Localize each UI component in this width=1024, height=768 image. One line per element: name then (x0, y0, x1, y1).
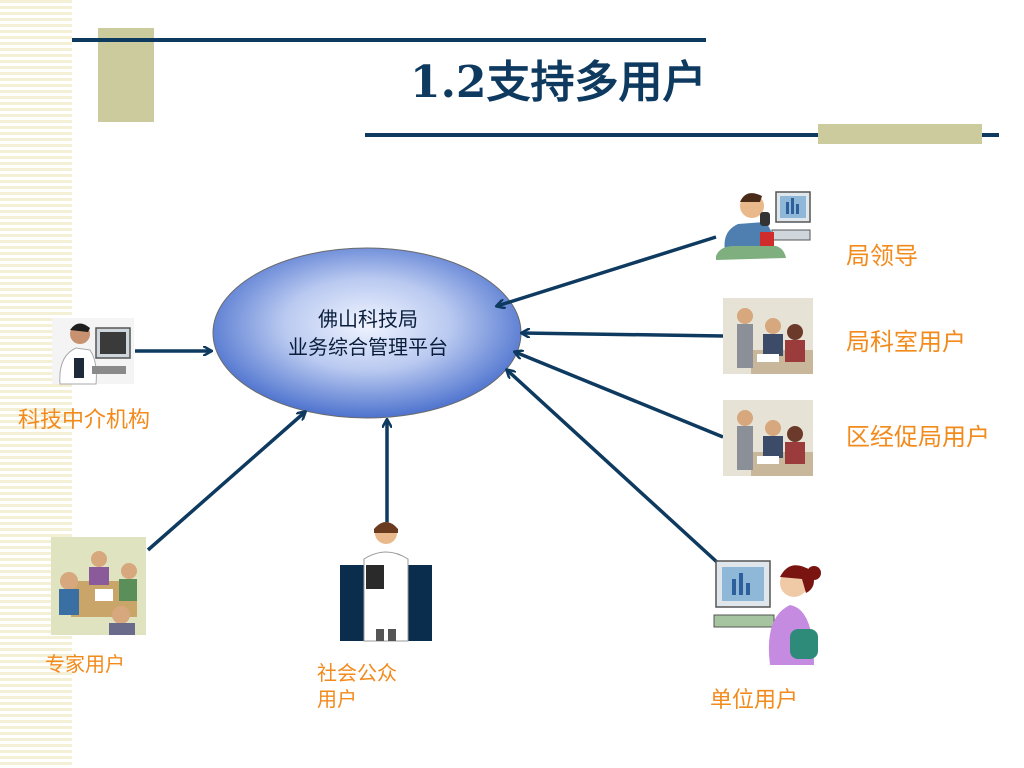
label-department-users: 局科室用户 (846, 328, 966, 356)
label-bureau-leader: 局领导 (846, 242, 918, 270)
central-platform-line1: 佛山科技局 (318, 307, 418, 331)
business-meeting-icon (723, 400, 813, 476)
arrow-unit-users (507, 370, 720, 565)
central-platform-label: 佛山科技局 业务综合管理平台 (230, 305, 506, 369)
label-public-users-line1: 社会公众 (317, 661, 397, 685)
title-rule-top (72, 38, 706, 42)
label-expert-users: 专家用户 (45, 652, 125, 676)
label-district-users: 区经促局用户 (846, 423, 990, 451)
arrow-bureau-leader (497, 235, 717, 306)
team-meeting-icon (51, 537, 146, 635)
label-public-users-line2: 用户 (317, 687, 357, 711)
arrow-department-users (522, 333, 724, 336)
label-unit-users: 单位用户 (710, 688, 799, 713)
doctor-icon (340, 522, 432, 642)
title-rule-bottom (365, 133, 999, 137)
label-public-users: 社会公众 用户 (317, 660, 397, 712)
person-on-phone-at-computer-icon (716, 191, 811, 260)
accent-block-top (98, 28, 154, 122)
central-platform-line2: 业务综合管理平台 (288, 335, 448, 359)
arrow-district-users (515, 352, 724, 439)
slide-title: 1.2支持多用户 (410, 57, 707, 108)
business-meeting-icon (723, 298, 813, 374)
accent-block-bottom (818, 124, 982, 144)
man-at-computer-icon (52, 318, 134, 385)
woman-at-computer-icon (713, 560, 821, 665)
arrow-expert-users (146, 412, 305, 552)
label-intermediary: 科技中介机构 (18, 408, 151, 433)
